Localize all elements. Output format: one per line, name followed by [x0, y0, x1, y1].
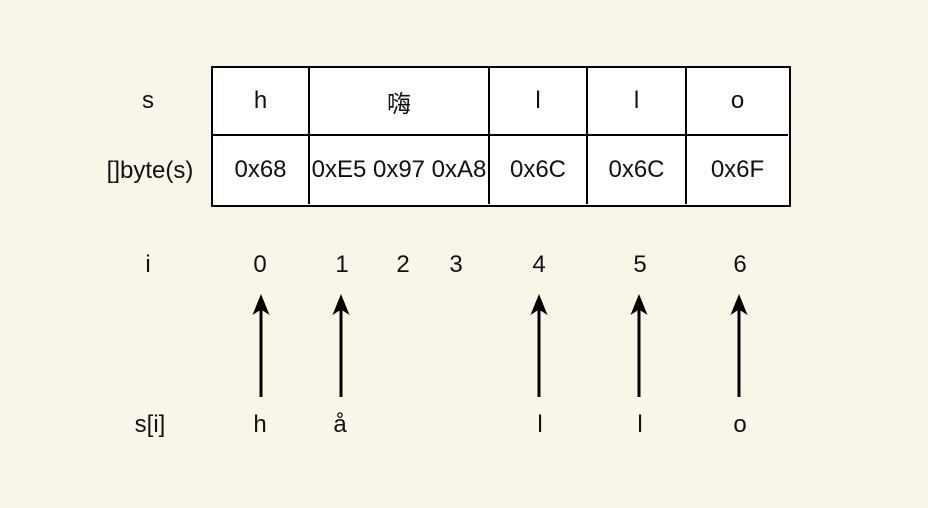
index-value: 6 [733, 251, 747, 278]
index-value: 4 [532, 251, 546, 278]
char-cell: h [213, 68, 310, 136]
index-value: 1 [335, 251, 349, 278]
string-byte-table: h 嗨 l l o 0x68 0xE5 0x97 0xA8 0x6C 0x6C … [211, 66, 791, 207]
arrow-up-icon [331, 294, 351, 398]
byte-cell: 0x6F [687, 136, 788, 204]
index-value: 2 [396, 251, 410, 278]
char-at-index: l [537, 411, 543, 438]
index-value: 5 [633, 251, 647, 278]
char-cell: 嗨 [310, 68, 490, 136]
index-row-label: i [145, 251, 151, 278]
char-cell: l [588, 68, 687, 136]
char-row-label: s[i] [134, 411, 166, 438]
arrow-up-icon [529, 294, 549, 398]
byte-cell: 0x6C [490, 136, 588, 204]
arrow-up-icon [729, 294, 749, 398]
char-cell: l [490, 68, 588, 136]
string-row-label: s [142, 87, 154, 114]
bytes-row-label: []byte(s) [106, 157, 194, 184]
char-at-index: å [333, 411, 347, 438]
index-value: 0 [253, 251, 267, 278]
index-value: 3 [449, 251, 463, 278]
byte-cell: 0x68 [213, 136, 310, 204]
char-at-index: o [733, 411, 747, 438]
char-cell: o [687, 68, 788, 136]
arrow-up-icon [251, 294, 271, 398]
byte-cell: 0xE5 0x97 0xA8 [310, 136, 490, 204]
char-at-index: l [637, 411, 643, 438]
arrow-up-icon [629, 294, 649, 398]
char-at-index: h [253, 411, 267, 438]
byte-cell: 0x6C [588, 136, 687, 204]
